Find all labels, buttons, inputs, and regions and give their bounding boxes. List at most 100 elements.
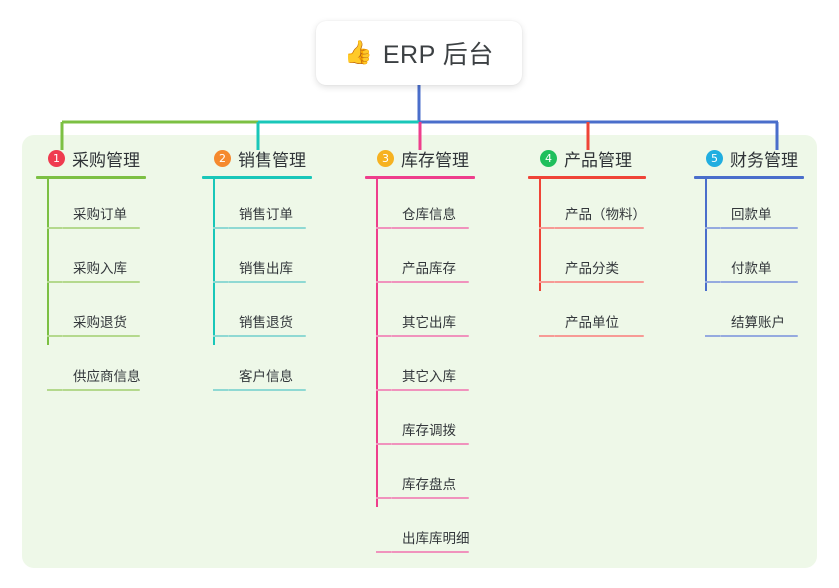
leaf-spine-5 <box>705 179 707 291</box>
leaf-item[interactable]: 采购退货 <box>47 287 186 341</box>
leaf-item[interactable]: 库存调拨 <box>376 395 515 449</box>
leaf-item-label: 采购订单 <box>73 207 127 222</box>
branch-rule-3 <box>365 176 475 179</box>
leaf-list-5: 回款单付款单结算账户 <box>694 179 834 341</box>
leaf-item-stub <box>47 389 62 391</box>
leaf-item[interactable]: 其它出库 <box>376 287 515 341</box>
leaf-item[interactable]: 产品库存 <box>376 233 515 287</box>
leaf-item[interactable]: 结算账户 <box>705 287 834 341</box>
branch-badge-2: 2 <box>214 149 231 167</box>
leaf-item-stub <box>213 227 228 229</box>
leaf-item-stub <box>47 281 62 283</box>
leaf-item-label: 销售订单 <box>239 207 293 222</box>
branch-title-1: 采购管理 <box>72 150 140 170</box>
branch-rule-5 <box>694 176 804 179</box>
leaf-item-rule <box>554 335 644 337</box>
leaf-item-rule <box>62 227 140 229</box>
leaf-item-stub <box>213 335 228 337</box>
leaf-item-stub <box>376 281 391 283</box>
leaf-item-label: 付款单 <box>731 261 772 276</box>
leaf-item-stub <box>47 335 62 337</box>
leaf-item-stub <box>213 389 228 391</box>
leaf-item-label: 采购退货 <box>73 315 127 330</box>
leaf-item-rule <box>62 281 140 283</box>
leaf-item-rule <box>391 281 469 283</box>
leaf-item[interactable]: 产品分类 <box>539 233 678 287</box>
leaf-item[interactable]: 供应商信息 <box>47 341 186 395</box>
leaf-item[interactable]: 产品（物料） <box>539 179 678 233</box>
branch-rule-4 <box>528 176 646 179</box>
leaf-item[interactable]: 出库库明细 <box>376 503 515 557</box>
branch-header-3[interactable]: 3 库存管理 <box>365 146 515 170</box>
leaf-item-rule <box>228 335 306 337</box>
leaf-item-stub <box>213 281 228 283</box>
leaf-item[interactable]: 付款单 <box>705 233 834 287</box>
leaf-item[interactable]: 客户信息 <box>213 341 352 395</box>
leaf-item[interactable]: 销售退货 <box>213 287 352 341</box>
leaf-item-stub <box>539 335 554 337</box>
leaf-list-2: 销售订单销售出库销售退货客户信息 <box>202 179 352 395</box>
branch-badge-1: 1 <box>48 149 65 167</box>
leaf-item-stub <box>376 443 391 445</box>
leaf-item-label: 库存盘点 <box>402 477 456 492</box>
branch-badge-3: 3 <box>377 149 394 167</box>
leaf-item[interactable]: 产品单位 <box>539 287 678 341</box>
leaf-item-rule <box>62 389 140 391</box>
branch-column-1: 1 采购管理采购订单采购入库采购退货供应商信息 <box>36 146 186 395</box>
leaf-item-label: 其它入库 <box>402 369 456 384</box>
branch-header-1[interactable]: 1 采购管理 <box>36 146 186 170</box>
leaf-item-stub <box>705 281 720 283</box>
branch-title-3: 库存管理 <box>401 150 469 170</box>
leaf-item[interactable]: 库存盘点 <box>376 449 515 503</box>
leaf-item-rule <box>720 227 798 229</box>
leaf-item-rule <box>720 335 798 337</box>
leaf-item-label: 结算账户 <box>731 315 785 330</box>
leaf-list-3: 仓库信息产品库存其它出库其它入库库存调拨库存盘点出库库明细 <box>365 179 515 557</box>
root-node-title: ERP 后台 <box>382 41 494 69</box>
leaf-item-label: 销售退货 <box>239 315 293 330</box>
leaf-item-stub <box>376 227 391 229</box>
leaf-item-label: 产品库存 <box>402 261 456 276</box>
leaf-item-stub <box>705 227 720 229</box>
leaf-item[interactable]: 销售出库 <box>213 233 352 287</box>
leaf-item[interactable]: 采购订单 <box>47 179 186 233</box>
leaf-item-rule <box>554 227 644 229</box>
leaf-item-stub <box>539 227 554 229</box>
leaf-item-label: 销售出库 <box>239 261 293 276</box>
branch-rule-2 <box>202 176 312 179</box>
branch-badge-5: 5 <box>706 149 723 167</box>
leaf-item-label: 其它出库 <box>402 315 456 330</box>
leaf-item-label: 产品单位 <box>565 315 619 330</box>
leaf-item-label: 产品分类 <box>565 261 619 276</box>
leaf-item-stub <box>376 335 391 337</box>
leaf-item-rule <box>391 335 469 337</box>
leaf-list-4: 产品（物料） 产品分类产品单位 <box>528 179 678 341</box>
branch-rule-1 <box>36 176 146 179</box>
leaf-item-rule <box>391 227 469 229</box>
leaf-item-stub <box>539 281 554 283</box>
leaf-item-label: 库存调拨 <box>402 423 456 438</box>
leaf-item-rule <box>228 281 306 283</box>
leaf-item-stub <box>376 497 391 499</box>
leaf-spine-4 <box>539 179 541 291</box>
leaf-item-rule <box>391 443 469 445</box>
leaf-item[interactable]: 采购入库 <box>47 233 186 287</box>
leaf-item-stub <box>376 551 391 553</box>
root-node-content: 👍 ERP 后台 <box>344 35 494 71</box>
leaf-item-rule <box>391 551 469 553</box>
leaf-item[interactable]: 销售订单 <box>213 179 352 233</box>
leaf-item[interactable]: 仓库信息 <box>376 179 515 233</box>
leaf-item[interactable]: 回款单 <box>705 179 834 233</box>
leaf-spine-3 <box>376 179 378 507</box>
diagram-panel <box>22 135 817 568</box>
leaf-item[interactable]: 其它入库 <box>376 341 515 395</box>
leaf-item-label: 出库库明细 <box>402 531 470 546</box>
leaf-item-label: 客户信息 <box>239 369 293 384</box>
root-node-card[interactable]: 👍 ERP 后台 <box>316 21 522 85</box>
branch-badge-4: 4 <box>540 149 557 167</box>
